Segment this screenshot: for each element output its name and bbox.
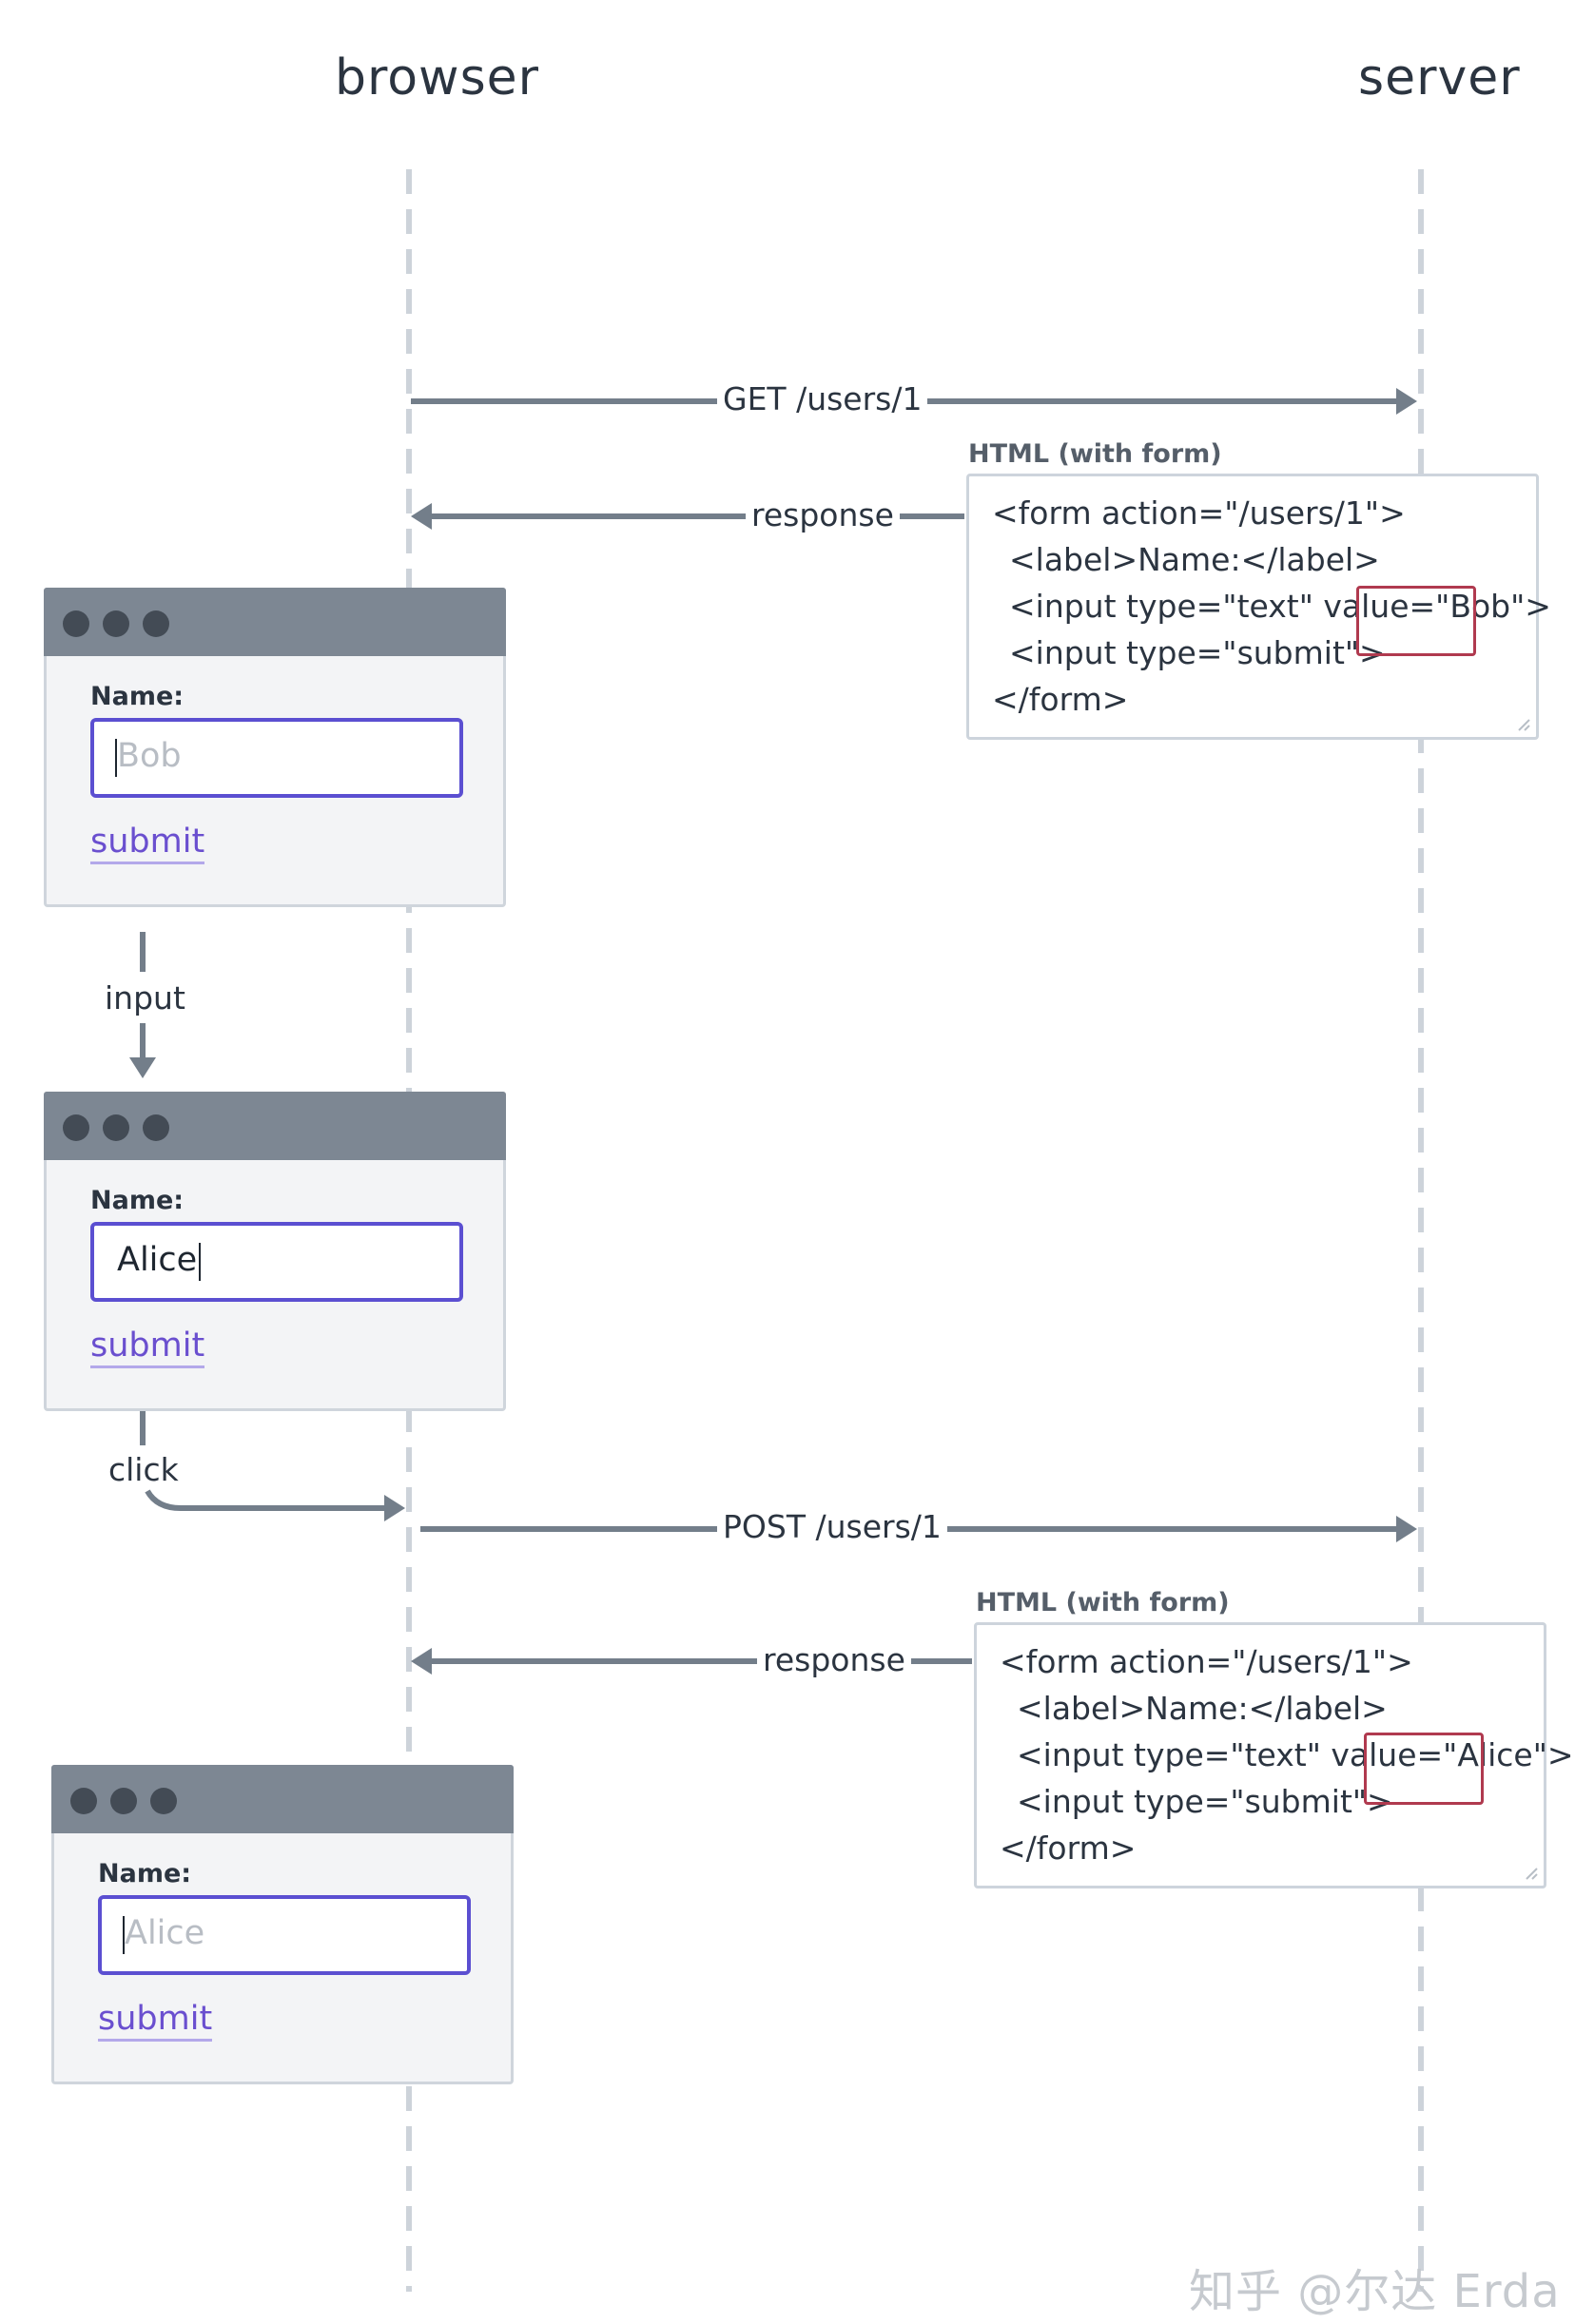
code-line: <input type="text" value="Alice">	[1017, 1736, 1574, 1773]
window-dot-icon[interactable]	[63, 610, 89, 637]
code-line: </form>	[1000, 1830, 1137, 1867]
post-request-label: POST /users/1	[717, 1508, 947, 1545]
window-dot-icon[interactable]	[143, 610, 169, 637]
name-input[interactable]: Alice	[98, 1895, 471, 1975]
click-arrowhead	[384, 1495, 405, 1521]
submit-link[interactable]: submit	[90, 823, 205, 864]
input-arrowhead	[129, 1057, 156, 1078]
window-dot-icon[interactable]	[143, 1114, 169, 1141]
code-line: <form action="/users/1">	[992, 494, 1406, 532]
response-2-arrowhead	[411, 1648, 432, 1675]
text-caret	[115, 739, 117, 777]
code-line: <label>Name:</label>	[1017, 1690, 1388, 1727]
name-input-value: Alice	[125, 1914, 205, 1952]
get-arrowhead	[1396, 388, 1417, 415]
text-caret	[199, 1243, 201, 1281]
post-arrowhead	[1396, 1516, 1417, 1542]
text-caret	[123, 1916, 125, 1954]
window-title-bar	[44, 588, 506, 656]
value-highlight-alice	[1364, 1733, 1484, 1805]
click-arrow-curve	[145, 1489, 390, 1511]
name-label: Name:	[90, 1186, 185, 1215]
code-line: </form>	[992, 681, 1129, 718]
name-input[interactable]: Alice	[90, 1222, 463, 1302]
code-line: <input type="submit">	[1017, 1783, 1393, 1820]
resize-grip-icon	[1518, 719, 1530, 731]
window-dot-icon[interactable]	[103, 1114, 129, 1141]
code-line: <input type="text" value="Bob">	[1009, 588, 1551, 625]
submit-link[interactable]: submit	[90, 1327, 205, 1368]
name-label: Name:	[98, 1859, 192, 1888]
browser-lane-title: browser	[335, 49, 540, 107]
window-dot-icon[interactable]	[103, 610, 129, 637]
name-label: Name:	[90, 682, 185, 711]
click-step-label: click	[108, 1451, 179, 1488]
server-lane-title: server	[1358, 49, 1521, 107]
value-highlight-bob	[1356, 586, 1476, 656]
response-2-label: response	[757, 1641, 911, 1678]
name-input-value: Bob	[117, 737, 182, 775]
get-request-label: GET /users/1	[717, 380, 928, 417]
window-dot-icon[interactable]	[70, 1788, 97, 1814]
response-1-code: <form action="/users/1"> <label>Name:</l…	[966, 474, 1551, 740]
window-title-bar	[44, 1092, 506, 1160]
resize-grip-icon	[1526, 1868, 1538, 1880]
name-input-value: Alice	[117, 1241, 198, 1279]
response-1-label: response	[746, 496, 900, 533]
browser-window-1: Name: Bob submit	[44, 588, 506, 907]
response-2-caption: HTML (with form)	[976, 1588, 1230, 1617]
response-2-code: <form action="/users/1"> <label>Name:</l…	[974, 1622, 1574, 1888]
code-line: <label>Name:</label>	[1009, 541, 1380, 578]
input-step-label: input	[105, 979, 185, 1017]
response-1-arrowhead	[411, 503, 432, 530]
window-title-bar	[51, 1765, 514, 1833]
watermark: 知乎 @尔达 Erda	[1189, 2265, 1561, 2318]
name-input[interactable]: Bob	[90, 718, 463, 798]
window-dot-icon[interactable]	[110, 1788, 137, 1814]
code-line: <input type="submit">	[1009, 634, 1386, 671]
response-1-caption: HTML (with form)	[968, 439, 1222, 469]
submit-link[interactable]: submit	[98, 2000, 213, 2042]
window-dot-icon[interactable]	[63, 1114, 89, 1141]
browser-window-3: Name: Alice submit	[51, 1765, 514, 2084]
code-line: <form action="/users/1">	[1000, 1643, 1413, 1680]
browser-window-2: Name: Alice submit	[44, 1092, 506, 1411]
window-dot-icon[interactable]	[150, 1788, 177, 1814]
